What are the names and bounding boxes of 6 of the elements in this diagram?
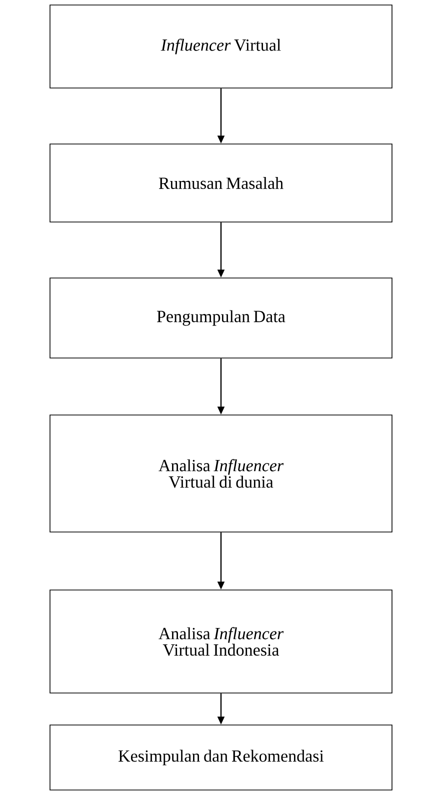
process-box: Pengumpulan Data <box>50 278 392 358</box>
process-box: Rumusan Masalah <box>50 144 392 222</box>
process-box: Analisa Influencer Virtual Indonesia <box>50 590 392 694</box>
process-box: Kesimpulan dan Rekomendasi <box>50 724 392 790</box>
process-box: Analisa Influencer Virtual di dunia <box>50 414 392 532</box>
process-box: Influencer Virtual <box>50 4 392 88</box>
